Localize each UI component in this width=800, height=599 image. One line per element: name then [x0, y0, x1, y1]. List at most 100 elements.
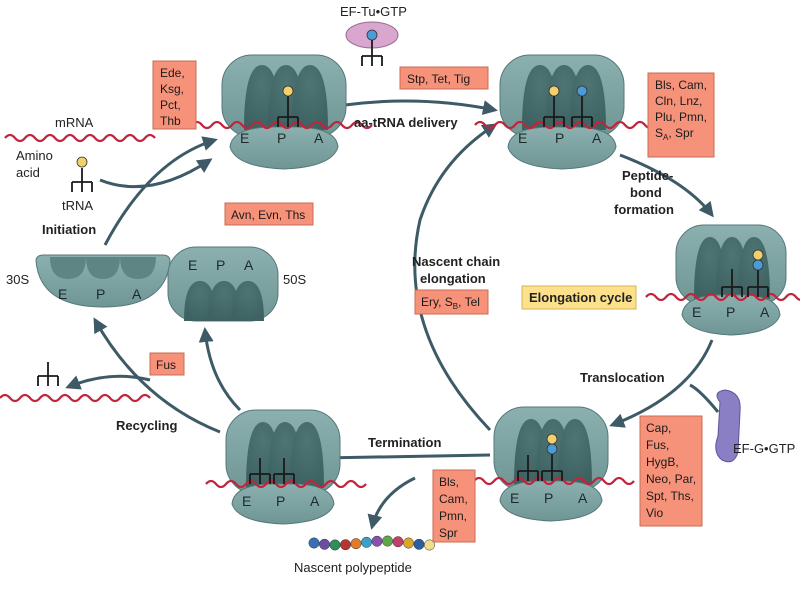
- polypeptide-bead: [413, 538, 425, 550]
- site-p-label: P: [96, 286, 105, 302]
- ef-g-gtp-label: EF-G•GTP: [733, 441, 795, 456]
- mrna-recycled: [0, 393, 151, 403]
- elongation-cycle-label: Elongation cycle: [529, 290, 632, 305]
- antibiotic-box-peptide-bond: Bls, Cam, Cln, Lnz, Plu, Pmn, SA, Spr: [647, 72, 715, 158]
- site-e-label: E: [58, 286, 67, 302]
- site-p-label: P: [276, 493, 285, 509]
- polypeptide-bead: [308, 537, 320, 549]
- site-e-label: E: [240, 130, 249, 146]
- site-a-label: A: [310, 493, 320, 509]
- antibiotic-label: Ksg,: [160, 82, 184, 96]
- antibiotic-label: Stp, Tet, Tig: [407, 72, 470, 86]
- termination-label: Termination: [368, 435, 441, 450]
- nascent-chain-label-2: elongation: [420, 271, 486, 286]
- antibiotic-label: Pmn,: [439, 509, 467, 523]
- recycling-label: Recycling: [116, 418, 177, 433]
- site-p-label: P: [216, 257, 225, 273]
- ribosome-termination: E P A: [205, 409, 367, 525]
- ef-tu-complex: [345, 21, 399, 66]
- 50s-label: 50S: [283, 272, 306, 287]
- site-a-label: A: [314, 130, 324, 146]
- amino-acid-label-2: acid: [16, 165, 40, 180]
- antibiotic-label: Cam,: [439, 492, 468, 506]
- antibiotic-box-elongation: Ery, SB, Tel: [414, 289, 489, 315]
- site-e-label: E: [692, 304, 701, 320]
- antibiotic-box-delivery: Stp, Tet, Tig: [399, 66, 489, 90]
- arrow-ef-g: [689, 383, 720, 413]
- polypeptide-bead: [361, 536, 372, 548]
- antibiotic-label: Avn, Evn, Ths: [231, 208, 305, 222]
- polypeptide-bead: [424, 539, 435, 551]
- polypeptide-bead: [403, 537, 414, 549]
- antibiotic-label: Thb: [160, 114, 181, 128]
- nascent-chain-label-1: Nascent chain: [412, 254, 500, 269]
- antibiotic-box-initiation: Ede, Ksg, Pct, Thb: [152, 60, 197, 130]
- antibiotic-label-sa-spr: SA, Spr: [655, 126, 694, 142]
- arrow-trna-release: [65, 374, 151, 390]
- arrow-peptide-bond: [619, 153, 714, 218]
- polypeptide-bead: [382, 535, 393, 547]
- site-e-label: E: [188, 257, 197, 273]
- site-p-label: P: [277, 130, 286, 146]
- antibiotic-label: Vio: [646, 506, 663, 520]
- site-a-label: A: [760, 304, 770, 320]
- arrow-polypeptide: [367, 476, 416, 530]
- polypeptide-bead: [340, 539, 351, 551]
- antibiotic-box-translocation: Cap, Fus, HygB, Neo, Par, Spt, Ths, Vio: [639, 415, 703, 527]
- nascent-polypeptide-label: Nascent polypeptide: [294, 560, 412, 575]
- site-p-label: P: [726, 304, 735, 320]
- translocation-label: Translocation: [580, 370, 665, 385]
- site-a-label: A: [244, 257, 254, 273]
- polypeptide-bead: [350, 538, 362, 550]
- site-a-label: A: [578, 490, 588, 506]
- ribosome-delivered: E P A: [474, 54, 656, 170]
- peptide-bond-label-3: formation: [614, 202, 674, 217]
- antibiotic-label: Plu, Pmn,: [655, 110, 707, 124]
- initiation-label: Initiation: [42, 222, 96, 237]
- amino-acid-label-1: Amino: [16, 148, 53, 163]
- site-a-label: A: [592, 130, 602, 146]
- cycle-arrows: [65, 99, 720, 530]
- subunit-30s: E P A: [35, 254, 171, 308]
- site-e-label: E: [510, 490, 519, 506]
- antibiotic-label: Spr: [439, 526, 458, 540]
- ef-tu-gtp-label: EF-Tu•GTP: [340, 4, 407, 19]
- peptide-bond-label-2: bond: [630, 185, 662, 200]
- antibiotic-label: Spt, Ths,: [646, 489, 694, 503]
- arrow-recycling: [93, 317, 221, 434]
- antibiotic-box-subunit: Avn, Evn, Ths: [224, 202, 314, 226]
- ef-g-complex: [715, 389, 741, 463]
- polypeptide-bead: [329, 539, 341, 551]
- arrow-termination: [319, 450, 491, 466]
- peptide-bond-label-1: Peptide-: [622, 168, 673, 183]
- text-labels: EF-Tu•GTP mRNA Amino acid tRNA Initiatio…: [6, 4, 795, 575]
- antibiotic-label: Pct,: [160, 98, 181, 112]
- antibiotic-box-termination: Bls, Cam, Pmn, Spr: [432, 469, 476, 543]
- antibiotic-label: Neo, Par,: [646, 472, 696, 486]
- arrow-aa-delivery: [344, 99, 498, 116]
- site-p-label: P: [555, 130, 564, 146]
- antibiotic-label: Bls,: [439, 475, 459, 489]
- arrow-elongation: [413, 123, 498, 432]
- antibiotic-label: Fus: [156, 358, 176, 372]
- polypeptide-bead: [371, 535, 383, 547]
- trna-label: tRNA: [62, 198, 93, 213]
- mrna-initial: [4, 133, 156, 143]
- subunit-50s: E P A: [167, 246, 279, 322]
- antibiotic-label: Ede,: [160, 66, 185, 80]
- polypeptide-bead: [319, 538, 330, 550]
- site-p-label: P: [544, 490, 553, 506]
- site-a-label: A: [132, 286, 142, 302]
- arrow-translocation: [609, 339, 714, 428]
- released-trna: [37, 362, 59, 386]
- 30s-label: 30S: [6, 272, 29, 287]
- arrow-50s: [198, 327, 242, 412]
- aa-trna-delivery-label: aa-tRNA delivery: [354, 115, 458, 130]
- antibiotic-label: Cln, Lnz,: [655, 94, 702, 108]
- site-e-label: E: [242, 493, 251, 509]
- antibiotic-label-ery-sb-tel: Ery, SB, Tel: [421, 295, 480, 311]
- antibiotic-label: Cap,: [646, 421, 671, 435]
- elongation-cycle-box: Elongation cycle: [521, 285, 637, 310]
- ribosome-initiation: E P A: [191, 54, 373, 170]
